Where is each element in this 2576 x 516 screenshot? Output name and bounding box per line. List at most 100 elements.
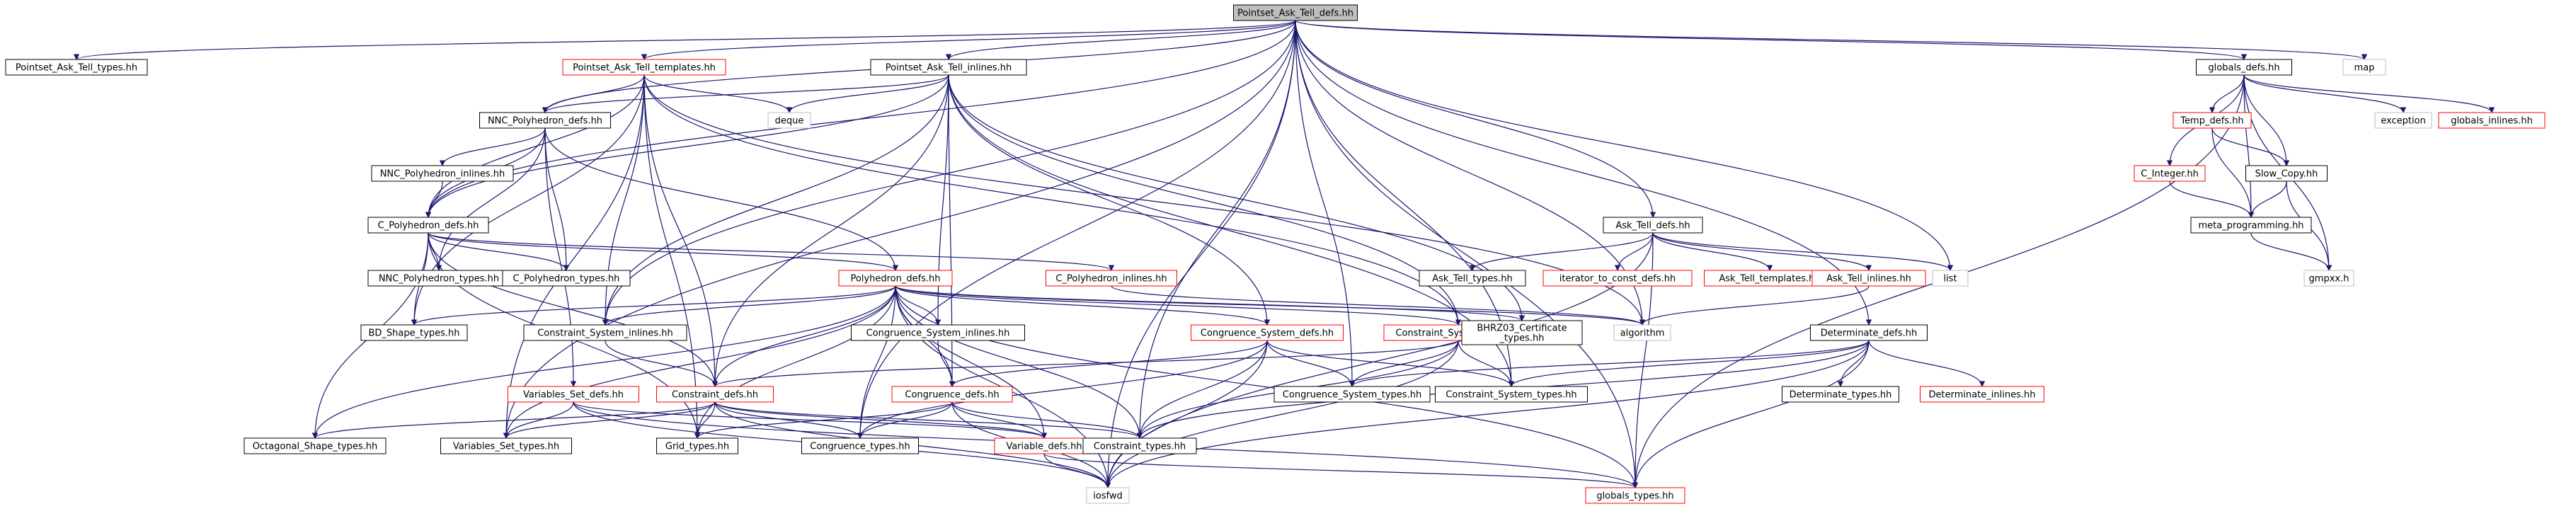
node-box [502,270,631,287]
node-congruence-defs[interactable]: Congruence_defs.hh [891,386,1013,403]
node-iosfwd: iosfwd [1086,487,1130,504]
node-label: C_Integer.hh [2141,169,2199,180]
node-box [1082,437,1197,454]
node-pat-inlines[interactable]: Pointset_Ask_Tell_inlines.hh [870,59,1027,76]
node-box [1419,270,1526,287]
include-edge [1104,20,1296,488]
node-cs-types[interactable]: Constraint_System_types.hh [1435,386,1588,403]
node-globals-types[interactable]: globals_types.hh [1585,487,1685,504]
node-det-inlines[interactable]: Determinate_inlines.hh [1920,386,2044,403]
edge-layer [74,20,2495,488]
node-box [371,165,514,182]
include-edge [2211,127,2255,218]
node-box [360,324,468,341]
node-label: Polyhedron_defs.hh [850,274,940,285]
node-root[interactable]: Pointset_Ask_Tell_defs.hh [1233,4,1358,21]
node-vs-types[interactable]: Variables_Set_types.hh [440,437,572,454]
node-pat-types[interactable]: Pointset_Ask_Tell_types.hh [5,59,148,76]
node-list: list [1932,270,1969,287]
node-bhrz03[interactable]: BHRZ03_Certificate_types.hh [1461,320,1583,345]
node-label: Congruence_System_inlines.hh [866,328,1010,339]
node-meta-prog[interactable]: meta_programming.hh [2190,217,2312,234]
node-ask-tell-types[interactable]: Ask_Tell_types.hh [1419,270,1526,287]
node-label: meta_programming.hh [2198,221,2303,231]
node-ask-tell-defs[interactable]: Ask_Tell_defs.hh [1603,217,1703,234]
node-box [2173,112,2252,129]
node-vs-defs[interactable]: Variables_Set_defs.hh [508,386,639,403]
node-label: Variables_Set_types.hh [453,442,559,452]
node-box [870,59,1027,76]
node-label: map [2354,63,2375,74]
node-label: Variable_defs.hh [1006,442,1082,452]
include-edge [1349,340,1459,387]
node-grid-types[interactable]: Grid_types.hh [656,437,738,454]
include-edge [542,74,949,113]
node-box [1811,270,1926,287]
node-label: Congruence_types.hh [810,442,910,452]
include-edge [1295,20,1646,326]
node-nnc-defs[interactable]: NNC_Polyhedron_defs.hh [479,112,611,129]
node-globals-inlines[interactable]: globals_inlines.hh [2438,112,2546,129]
include-edge [74,20,1296,60]
node-variable-defs[interactable]: Variable_defs.hh [994,437,1094,454]
node-oct-types[interactable]: Octagonal_Shape_types.hh [244,437,387,454]
node-box [2438,112,2546,129]
include-edge [602,74,645,326]
node-label: Pointset_Ask_Tell_defs.hh [1237,8,1353,19]
node-nnc-inlines[interactable]: NNC_Polyhedron_inlines.hh [371,165,514,182]
include-edge [857,401,953,439]
node-ask-tell-templates[interactable]: Ask_Tell_templates.hh [1704,270,1836,287]
node-constraint-defs[interactable]: Constraint_defs.hh [656,386,774,403]
node-c-integer[interactable]: C_Integer.hh [2134,165,2206,182]
include-edge [1868,340,1986,387]
node-box [1585,487,1685,504]
include-edge [895,285,1048,439]
node-exception: exception [2374,112,2432,129]
node-nnc-types[interactable]: NNC_Polyhedron_types.hh [367,270,510,287]
include-edge [945,20,1296,60]
node-bd-shape-types[interactable]: BD_Shape_types.hh [360,324,468,341]
node-label: NNC_Polyhedron_defs.hh [488,116,602,127]
node-slow-copy[interactable]: Slow_Copy.hh [2245,165,2328,182]
node-constraint-types[interactable]: Constraint_types.hh [1082,437,1197,454]
node-box [367,217,489,234]
node-box [1603,217,1703,234]
node-congs-inlines[interactable]: Congruence_System_inlines.hh [851,324,1025,341]
node-label: Temp_defs.hh [2180,116,2243,127]
node-c-types[interactable]: C_Polyhedron_types.hh [502,270,631,287]
include-edge [711,74,949,387]
node-label: iosfwd [1093,491,1123,502]
include-edge [1295,20,2247,60]
node-globals-defs[interactable]: globals_defs.hh [2196,59,2292,76]
node-box [656,386,774,403]
node-layer: Pointset_Ask_Tell_defs.hhPointset_Ask_Te… [5,4,2546,504]
include-edge [951,401,1048,439]
node-determinate-defs[interactable]: Determinate_defs.hh [1810,324,1928,341]
node-box [1461,320,1583,345]
include-edge [895,285,1525,321]
node-label: algorithm [1620,328,1665,339]
node-iter-const[interactable]: iterator_to_const_defs.hh [1542,270,1693,287]
include-edge [425,180,443,218]
include-edge [937,340,956,387]
node-c-defs[interactable]: C_Polyhedron_defs.hh [367,217,489,234]
node-box [1435,386,1588,403]
node-label: Pointset_Ask_Tell_types.hh [16,63,137,74]
node-ask-tell-inlines[interactable]: Ask_Tell_inlines.hh [1811,270,1926,287]
include-edge [714,401,1048,439]
node-pat-templates[interactable]: Pointset_Ask_Tell_templates.hh [562,59,726,76]
node-poly-defs[interactable]: Polyhedron_defs.hh [838,270,953,287]
include-edge [503,20,1296,439]
node-cong-types[interactable]: Congruence_types.hh [801,437,919,454]
include-edge [857,20,1296,439]
include-edge [425,74,949,218]
include-edge [643,74,1462,326]
node-cs-inlines[interactable]: Constraint_System_inlines.hh [523,324,687,341]
node-congs-defs[interactable]: Congruence_System_defs.hh [1191,324,1344,341]
node-det-types[interactable]: Determinate_types.hh [1782,386,1899,403]
node-temp-defs[interactable]: Temp_defs.hh [2173,112,2252,129]
node-box [5,59,148,76]
node-label: globals_types.hh [1596,491,1673,502]
node-c-inlines[interactable]: C_Polyhedron_inlines.hh [1046,270,1177,287]
node-congs-types[interactable]: Congruence_System_types.hh [1273,386,1431,403]
